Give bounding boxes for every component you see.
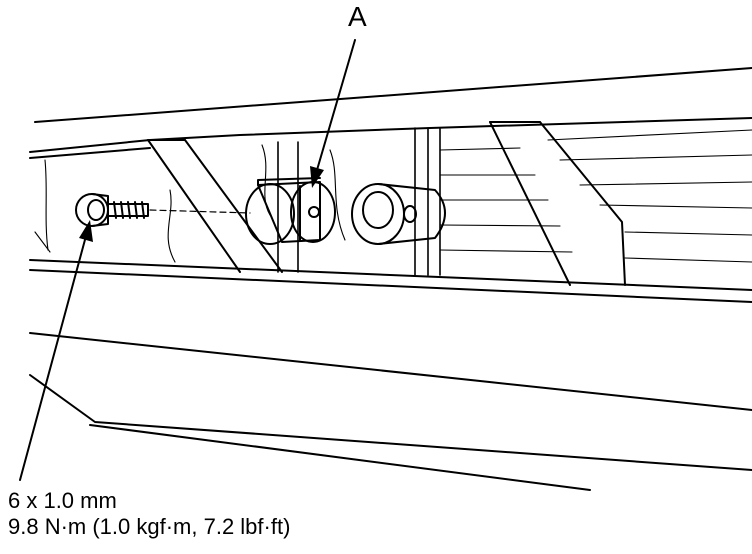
leader-arrow-a (310, 39, 356, 188)
hinge-bracket-a (245, 177, 336, 245)
bolt (75, 193, 149, 227)
bolt-spec-label: 6 x 1.0 mm 9.8 N·m (1.0 kgf·m, 7.2 lbf·f… (8, 488, 290, 540)
callout-label-a: A (348, 1, 367, 32)
panel-hatching (34, 129, 752, 263)
leader-arrow-bolt (19, 220, 93, 481)
pivot-bushing (351, 183, 446, 245)
installation-axis (149, 209, 251, 214)
bolt-torque-text: 9.8 N·m (1.0 kgf·m, 7.2 lbf·ft) (8, 514, 291, 539)
body-panel-lines (29, 67, 752, 491)
bolt-size-text: 6 x 1.0 mm (8, 488, 117, 513)
left-bracket (147, 139, 283, 273)
vertical-pillars (277, 127, 441, 276)
right-bracket (489, 121, 626, 286)
